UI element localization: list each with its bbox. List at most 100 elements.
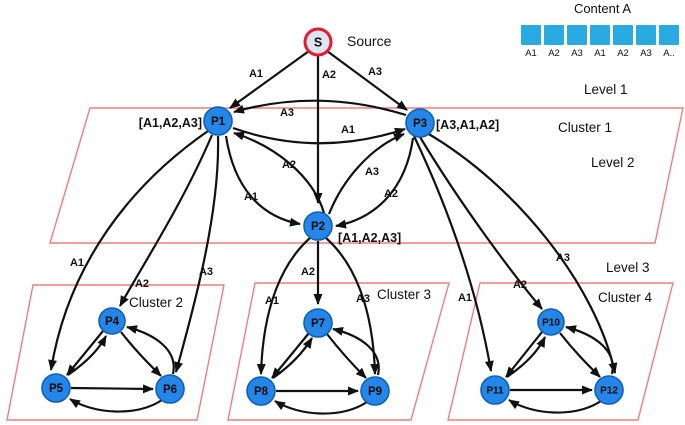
node-P10 [537, 308, 565, 336]
node-label-P7: P7 [311, 318, 325, 330]
edge-label-P2-P7: A2 [301, 266, 315, 278]
content-chunk-squares [521, 25, 684, 45]
edge-P12-P10 [565, 325, 614, 375]
node-label-P11: P11 [486, 386, 504, 397]
node-P8 [246, 376, 276, 406]
edge-S-P3 [326, 50, 408, 111]
edge-P1-P6 [174, 135, 220, 373]
cache-label-P2: [A1,A2,A3] [338, 231, 401, 245]
edge-P3-P10 [419, 136, 543, 310]
edge-P2-P8 [256, 237, 311, 375]
content-chunk-square-3 [567, 25, 587, 45]
node-P9 [360, 376, 390, 406]
edge-P6-P4 [126, 325, 175, 375]
cluster-2-boundary [6, 284, 225, 421]
node-P3 [405, 108, 435, 138]
node-label-P2: P2 [311, 221, 325, 233]
edge-label-P3-P10: A2 [513, 279, 527, 291]
edge-P3-P11 [413, 135, 494, 372]
cluster-1-boundary [49, 107, 684, 244]
edge-label-S-P3: A3 [368, 66, 382, 78]
node-label-P5: P5 [49, 383, 64, 395]
source-node [303, 27, 333, 57]
edge-label-P2-P9: A3 [356, 293, 370, 305]
node-P7 [303, 308, 333, 338]
edge-label-P3-P2: A2 [384, 188, 398, 200]
cluster-2-label: Cluster 2 [129, 295, 184, 310]
content-chunk-label-2: A2 [548, 48, 560, 59]
edge-P11-P10 [506, 336, 546, 378]
cluster-3-boundary [227, 282, 450, 421]
edge-P4-P5 [66, 330, 104, 376]
content-chunk-label-6: A3 [640, 48, 652, 59]
edge-P5-P6 [70, 384, 154, 394]
edge-P1-P5 [48, 130, 209, 371]
edge-label-P1-P3: A1 [341, 124, 355, 136]
edge-label-P3-P12: A3 [556, 252, 570, 264]
node-P11 [480, 375, 510, 405]
content-chunk-square-7 [659, 25, 679, 45]
cache-label-P3: [A3,A1,A2] [436, 118, 499, 132]
edge-label-P2-P8: A1 [265, 295, 279, 307]
edge-P2-P3 [327, 132, 405, 215]
edge-P3-P12 [426, 132, 618, 374]
content-chunk-square-2 [544, 25, 564, 45]
edge-P3-P1 [233, 99, 407, 117]
content-chunk-label-4: A1 [594, 48, 606, 59]
edge-P1-P2 [224, 135, 301, 227]
node-label-P9: P9 [368, 386, 382, 398]
edge-P12-P11 [508, 399, 602, 414]
source-label: Source [347, 33, 392, 49]
cluster-4-label: Cluster 4 [598, 290, 653, 305]
edge-P4-P6 [120, 331, 162, 377]
node-P6 [155, 374, 185, 404]
content-chunk-label-5: A2 [617, 48, 629, 59]
edge-P2-P1 [233, 131, 326, 214]
content-legend-title: Content A [573, 1, 632, 16]
edge-P9-P7 [332, 326, 380, 376]
edge-P2-P9 [325, 237, 380, 375]
edge-P8-P7 [272, 337, 313, 379]
content-chunk-square-4 [590, 25, 610, 45]
content-chunk-square-1 [521, 25, 541, 45]
edge-label-P1-P2: A1 [244, 191, 258, 203]
edge-label-P3-P11: A1 [458, 292, 472, 304]
cluster-1-label: Cluster 1 [558, 120, 613, 135]
node-P5 [41, 373, 71, 403]
content-chunk-square-5 [613, 25, 633, 45]
node-label-P6: P6 [163, 384, 177, 396]
node-label-P12: P12 [600, 386, 618, 397]
edge-P1-P4 [119, 134, 214, 307]
edge-S-P1 [229, 50, 310, 109]
edge-label-P3-P1: A3 [280, 107, 294, 119]
node-label-P3: P3 [413, 118, 427, 130]
cluster-4-boundary [447, 282, 674, 421]
edge-label-S-P1: A1 [249, 68, 263, 80]
node-P4 [98, 307, 126, 335]
edge-P1-P3 [232, 126, 406, 145]
cluster-3-label: Cluster 3 [377, 287, 432, 302]
node-P1 [203, 106, 233, 136]
node-label-P10: P10 [542, 318, 560, 329]
edge-P6-P5 [69, 398, 163, 413]
edge-P7-P9 [326, 333, 367, 379]
level-1-label: Level 1 [584, 82, 628, 97]
content-chunk-label-7: A.. [663, 48, 675, 59]
level-2-label: Level 2 [591, 155, 635, 170]
edge-label-S-P2: A2 [322, 69, 336, 81]
edge-P5-P4 [67, 335, 107, 376]
node-label-P4: P4 [105, 316, 120, 328]
cache-label-P1: [A1,A2,A3] [139, 116, 202, 130]
node-label-P1: P1 [211, 116, 226, 128]
node-P2 [303, 211, 333, 241]
edge-P10-P12 [559, 332, 601, 378]
node-label-S: S [314, 36, 322, 50]
node-P12 [594, 375, 624, 405]
edge-label-P1-P5: A1 [70, 257, 84, 269]
edge-label-P2-P3: A3 [365, 166, 379, 178]
edge-P3-P2 [335, 137, 415, 229]
